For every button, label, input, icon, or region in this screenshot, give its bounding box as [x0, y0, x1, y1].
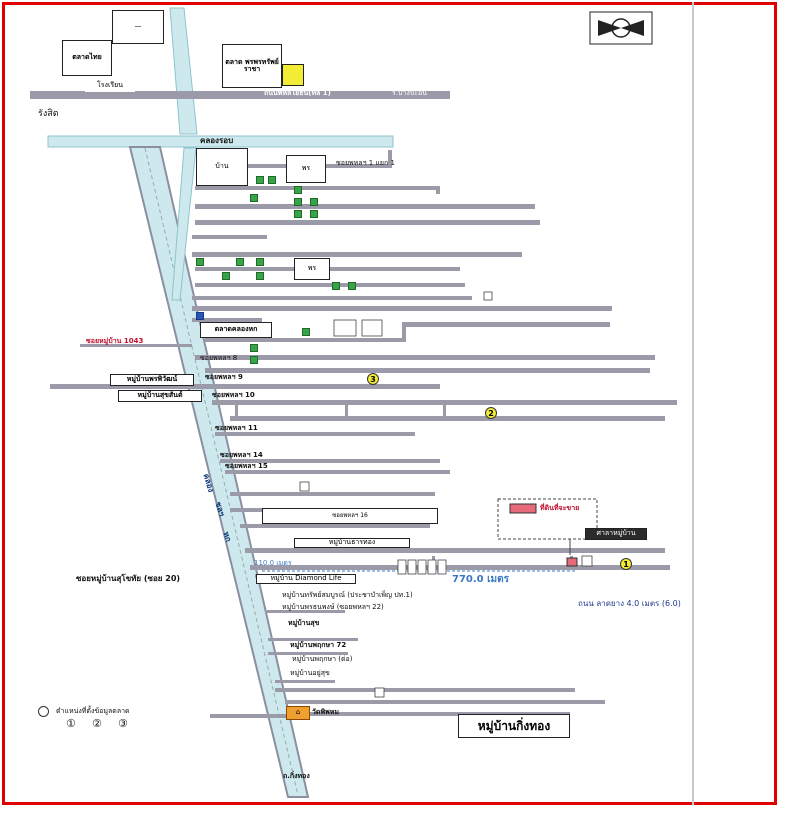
school-box: โรงเรียน: [85, 80, 135, 92]
legend-marker-icon: [38, 706, 49, 717]
house-marker: [256, 272, 264, 280]
canal-strip: [171, 147, 197, 301]
canal-horizontal: [47, 135, 394, 148]
village-list-item: หมู่บ้านสุข: [288, 619, 320, 627]
sale-area-label: ที่ดินที่จะขาย: [540, 504, 580, 512]
house-marker: [310, 210, 318, 218]
soi-name-label: ซอยหมู่บ้าน 1043: [86, 337, 144, 345]
soi-20-label: ซอยหมู่บ้านสุโขทัย (ซอย 20): [76, 574, 181, 583]
house-marker: [302, 328, 310, 336]
legend-title: ตำแหน่งที่ตั้งข้อมูลตลาด: [56, 707, 130, 715]
market-top-box: ตลาด พรพรทรัพย์ ราชา: [222, 44, 282, 88]
info-box-top: —: [112, 10, 164, 44]
legend-item: ③: [118, 717, 128, 730]
house-marker: [250, 356, 258, 364]
village-3-box: หมู่บ้านธารทอง: [294, 538, 410, 548]
canal-north: [169, 7, 198, 135]
sala-box: ศาลาหมู่บ้าน: [585, 528, 647, 540]
market-marker-2[interactable]: 2: [485, 407, 497, 419]
village-list-item: หมู่บ้านทรัพย์สมบูรณ์ (ประชาบำเพ็ญ ปท.1): [282, 591, 413, 599]
soi-15-label: ซอยพหลฯ 15: [225, 462, 268, 470]
sale-area-site: [566, 557, 578, 567]
village-list-item: หมู่บ้านพฤกษา (ต่อ): [292, 655, 353, 663]
legend-item: ②: [92, 717, 102, 730]
building-north: บ้าน: [196, 148, 248, 186]
house-marker: [294, 186, 302, 194]
house-marker: [332, 282, 340, 290]
house-marker: [294, 198, 302, 206]
sale-area-swatch: [509, 503, 537, 514]
highway-direction: ร.บางปะอิน: [392, 89, 427, 97]
village-list-item: หมู่บ้านอยู่สุข: [290, 669, 330, 677]
soi-1-label: ซอยพหลฯ 1 แยก 1: [336, 159, 395, 167]
house-marker: [236, 258, 244, 266]
house-marker: [294, 210, 302, 218]
soi-14-label: ซอยพหลฯ 14: [220, 451, 263, 459]
village-2-box: หมู่บ้านสุขสันต์: [118, 390, 202, 402]
distance-label: 770.0 เมตร: [452, 574, 509, 585]
distance-small-label: 110.0 เมตร: [254, 559, 292, 567]
soi-roads: [50, 164, 677, 718]
left-town-label: รังสิต: [38, 109, 59, 119]
market-marker-1[interactable]: 1: [620, 558, 632, 570]
temple-label: วัดพิพหม: [312, 708, 339, 716]
building-north-2: พร: [286, 155, 326, 183]
canal-label: คลองรอบ: [200, 136, 234, 145]
village-1-box: หมู่บ้านพรพิวัฒน์: [110, 374, 194, 386]
house-marker: [222, 272, 230, 280]
market-marker-3[interactable]: 3: [367, 373, 379, 385]
soi-11-label: ซอยพหลฯ 11: [215, 424, 258, 432]
village-bottom-box: หมู่บ้านกิ่งทอง: [458, 714, 570, 738]
market-mid-box: ตลาดคลองหก: [200, 322, 272, 338]
soi-9-label: ซอยพหลฯ 9: [205, 373, 243, 381]
house-marker: [196, 312, 204, 320]
highway: [30, 91, 450, 99]
yellow-sign: [282, 64, 304, 86]
main-diagonal-road: [128, 146, 310, 798]
house-marker: [310, 198, 318, 206]
soi-16-box: ซอยพหลฯ 16: [262, 508, 438, 524]
house-marker: [250, 194, 258, 202]
soi-mid-label: ซอยพหลฯ 8: [200, 354, 238, 362]
house-marker: [196, 258, 204, 266]
house-marker: [250, 344, 258, 352]
house-marker: [348, 282, 356, 290]
building-mid: พร: [294, 258, 330, 280]
house-marker: [268, 176, 276, 184]
highway-label: ถนนพหลโยธิน(ทล 1): [264, 89, 331, 97]
house-marker: [256, 258, 264, 266]
temple-icon: ⌂: [286, 706, 310, 720]
bottom-road-label: ถ.กิ่งทอง: [283, 772, 310, 780]
village-list-item: หมู่บ้านพรธนพงษ์ (ซอยพหลฯ 22): [282, 603, 384, 611]
market-left-box: ตลาดไทย: [62, 40, 112, 76]
map-right-border: [692, 2, 694, 805]
house-marker: [256, 176, 264, 184]
road-width-label: ถนน ลาดยาง 4.0 เมตร (6.0): [578, 599, 681, 608]
legend-item: ①: [66, 717, 76, 730]
village-4-box: หมู่บ้าน Diamond Life: [256, 574, 356, 584]
soi-10-label: ซอยพหลฯ 10: [212, 391, 255, 399]
map-frame: [2, 2, 777, 805]
village-list-item: หมู่บ้านพฤกษา 72: [290, 641, 347, 649]
